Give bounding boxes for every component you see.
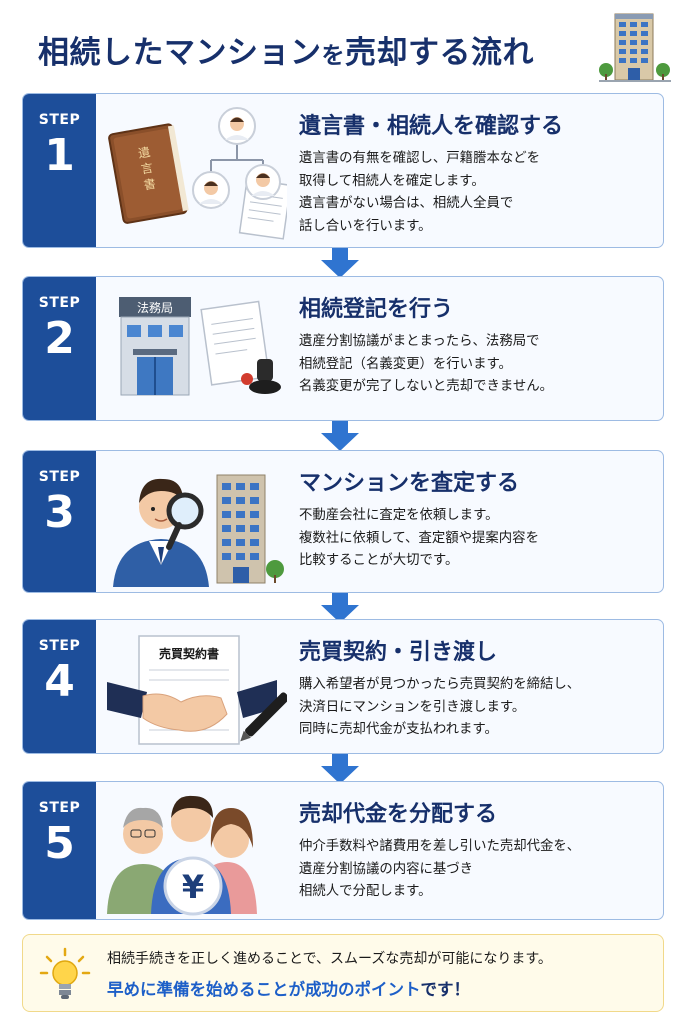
title-particle: を — [321, 43, 345, 69]
step-2-badge: STEP 2 — [23, 277, 96, 420]
step-label: STEP — [38, 638, 81, 654]
step-5-description: 仲介手数料や諸費用を差し引いた売却代金を、 遺産分割協議の内容に基づき 相続人で… — [299, 836, 655, 904]
appraisal-illustration — [113, 474, 284, 587]
description-line: 遺産分割協議がまとまったら、法務局で — [299, 334, 540, 349]
step-2-description: 遺産分割協議がまとまったら、法務局で 相続登記（名義変更）を行います。 名義変更… — [299, 331, 655, 399]
description-line: 相続人で分配します。 — [299, 884, 432, 899]
step-3-description: 不動産会社に査定を依頼します。 複数社に依頼して、査定額や提案内容を 比較するこ… — [299, 505, 655, 573]
step-5-card: STEP 5 ¥ 売却代金を分配する 仲介手数料や諸費用を差し引いた売却代金を、… — [22, 781, 664, 920]
tip-box: 相続手続きを正しく進めることで、スムーズな売却が可能になります。 早めに準備を始… — [22, 934, 664, 1012]
description-line: 相続登記（名義変更）を行います。 — [299, 356, 512, 372]
title-main: 相続したマンション — [38, 35, 322, 71]
description-line: 話し合いを行います。 — [299, 218, 432, 234]
step-1-title: 遺言書・相続人を確認する — [299, 114, 564, 139]
description-line: 決済日にマンションを引き渡します。 — [299, 699, 526, 715]
tip-tail: です！ — [420, 980, 471, 999]
description-line: 複数社に依頼して、査定額や提案内容を — [299, 530, 539, 546]
step-number: 4 — [44, 656, 75, 707]
step-3-badge: STEP 3 — [23, 451, 96, 592]
family-distribution-illustration: ¥ — [107, 795, 257, 916]
title-tail: 売却する流れ — [345, 35, 534, 71]
svg-text:書: 書 — [143, 177, 157, 193]
contract-doc-title: 売買契約書 — [159, 646, 219, 661]
description-line: 仲介手数料や諸費用を差し引いた売却代金を、 — [299, 839, 581, 854]
description-line: 遺言書の有無を確認し、戸籍謄本などを — [299, 151, 541, 166]
description-line: 名義変更が完了しないと売却できません。 — [299, 379, 554, 394]
tip-line-1: 相続手続きを正しく進めることで、スムーズな売却が可能になります。 — [107, 951, 552, 967]
tip-line-2: 早めに準備を始めることが成功のポイントです！ — [107, 976, 470, 1000]
description-line: 購入希望者が見つかったら売買契約を締結し、 — [299, 677, 581, 692]
step-number: 5 — [44, 818, 75, 869]
step-1-description: 遺言書の有無を確認し、戸籍謄本などを 取得して相続人を確定します。 遺言書がない… — [299, 148, 655, 238]
will-and-heirs-illustration: 遺 言 書 — [108, 107, 287, 240]
step-4-title: 売買契約・引き渡し — [299, 640, 498, 665]
step-label: STEP — [38, 112, 81, 128]
step-5-title: 売却代金を分配する — [299, 802, 498, 827]
description-line: 比較することが大切です。 — [299, 553, 459, 568]
step-4-description: 購入希望者が見つかったら売買契約を締結し、 決済日にマンションを引き渡します。 … — [299, 674, 655, 742]
description-line: 取得して相続人を確定します。 — [299, 173, 485, 189]
description-line: 遺産分割協議の内容に基づき — [299, 861, 474, 877]
down-arrow-icon — [321, 421, 359, 451]
description-line: 不動産会社に査定を依頼します。 — [299, 508, 499, 523]
apartment-building-icon — [599, 13, 671, 82]
contract-handshake-illustration: 売買契約書 — [107, 635, 287, 745]
step-label: STEP — [38, 800, 81, 816]
step-4-card: STEP 4 売買契約書 売買契約・引き渡し 購入希望者が見つかったら売買契約を… — [22, 619, 664, 754]
step-number: 1 — [44, 130, 75, 181]
down-arrow-icon — [321, 593, 359, 623]
svg-text:言: 言 — [140, 161, 154, 177]
step-1-badge: STEP 1 — [23, 94, 96, 247]
legal-affairs-bureau-illustration: 法務局 — [119, 297, 281, 396]
tip-highlight: 早めに準備を始めることが成功のポイント — [107, 980, 421, 999]
step-2-card: STEP 2 法務局 相続登記を行う 遺産分割協議がまとまったら、法務局で 相続… — [22, 276, 664, 421]
down-arrow-icon — [321, 248, 359, 278]
step-5-badge: STEP 5 — [23, 782, 96, 919]
step-1-card: STEP 1 遺 言 書 遺言書・相続人を確認する 遺言書の有無を確認し、戸籍謄… — [22, 93, 664, 248]
yen-symbol: ¥ — [182, 868, 204, 906]
page-title: 相続したマンションを売却する流れ — [38, 27, 534, 72]
header: 相続したマンションを売却する流れ — [0, 0, 683, 88]
step-label: STEP — [38, 469, 81, 485]
description-line: 同時に売却代金が支払われます。 — [299, 722, 498, 737]
bureau-sign-text: 法務局 — [137, 301, 173, 315]
book-title-1: 遺 — [137, 144, 151, 161]
step-2-title: 相続登記を行う — [299, 297, 454, 322]
description-line: 遺言書がない場合は、相続人全員で — [299, 196, 514, 211]
step-number: 3 — [44, 487, 75, 538]
step-3-card: STEP 3 マンションを査定する 不動産会社に査定を依頼します。 複数社に依頼… — [22, 450, 664, 593]
down-arrow-icon — [321, 754, 359, 784]
step-number: 2 — [44, 313, 75, 364]
step-3-title: マンションを査定する — [299, 471, 520, 496]
step-4-badge: STEP 4 — [23, 620, 96, 753]
lightbulb-icon — [39, 947, 91, 999]
step-label: STEP — [38, 295, 81, 311]
